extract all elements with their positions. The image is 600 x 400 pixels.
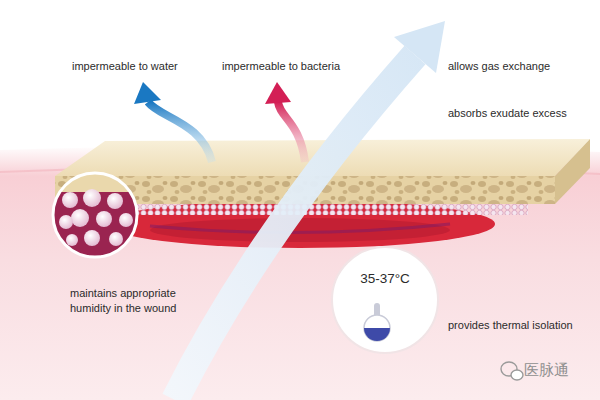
- bacteria-label: impermeable to bacteria: [222, 59, 340, 74]
- temperature-text: 35-37°C: [330, 271, 440, 286]
- gas-label: allows gas exchange: [448, 59, 550, 74]
- label-holder: impermeable to bacteria: [222, 59, 340, 74]
- label-holder: allows gas exchange: [448, 59, 550, 74]
- label-holder: impermeable to water: [72, 59, 178, 74]
- thermometer-circle: 35-37°C: [330, 245, 440, 355]
- label-holder: 医脉通: [524, 360, 569, 380]
- watermark: 医脉通: [524, 360, 569, 380]
- exudate-label: absorbs exudate excess: [448, 106, 567, 121]
- thermal-label: provides thermal isolation: [448, 318, 573, 333]
- wechat-icon: [501, 362, 523, 380]
- water-label: impermeable to water: [72, 59, 178, 74]
- humidity-label: maintains appropriate humidity in the wo…: [70, 286, 198, 316]
- label-holder: maintains appropriate humidity in the wo…: [70, 286, 198, 316]
- label-holder: absorbs exudate excess: [448, 106, 567, 121]
- label-holder: provides thermal isolation: [448, 318, 573, 333]
- circle-outline: [330, 245, 440, 355]
